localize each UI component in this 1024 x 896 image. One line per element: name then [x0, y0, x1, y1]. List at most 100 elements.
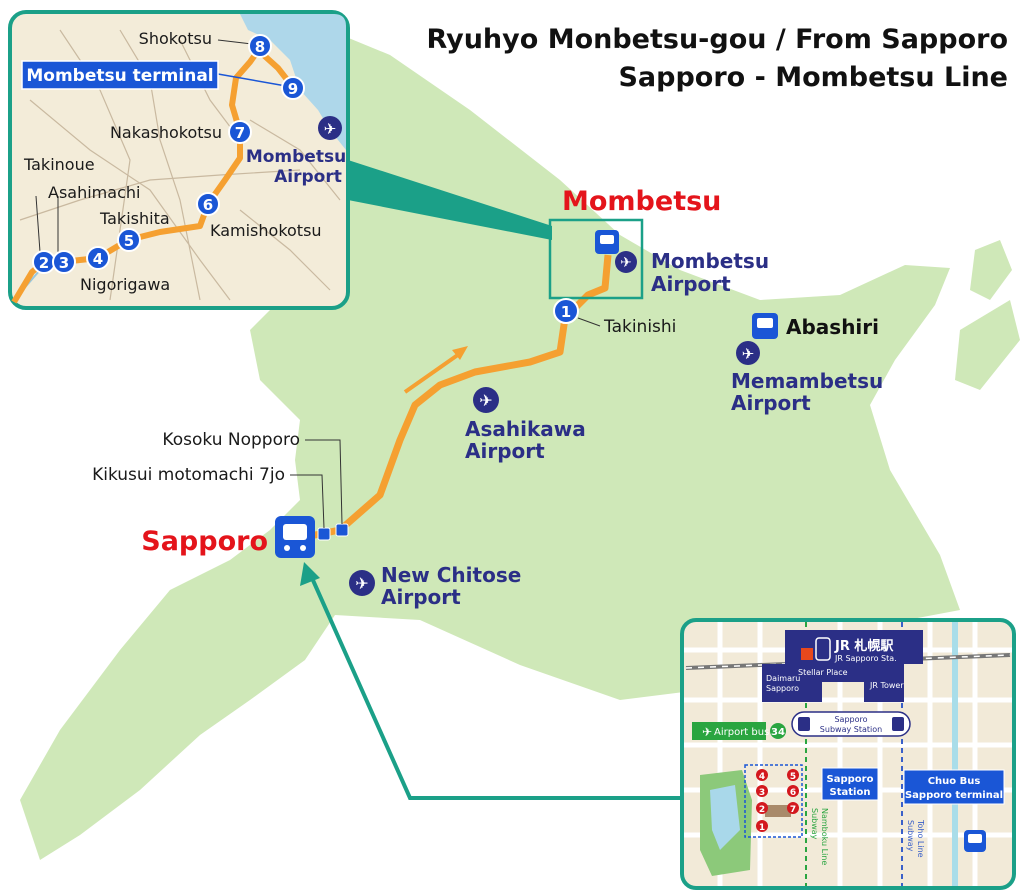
kikusui-stop-icon[interactable] [317, 527, 331, 541]
toho-line-label-1: Subway [906, 820, 915, 852]
airport-bus-label: Airport bus [714, 727, 769, 738]
airport-mombetsu-word: Airport [651, 272, 731, 296]
svg-text:2: 2 [759, 805, 765, 815]
inset-stop-2-number: 2 [39, 254, 49, 272]
bus-route [299, 254, 612, 542]
asahikawa-airport-icon[interactable] [473, 387, 499, 413]
memambetsu-airport-icon[interactable] [736, 341, 760, 365]
daimaru-label-2: Sapporo [766, 684, 799, 693]
inset-stop-nigorigawa: Nigorigawa [80, 275, 170, 294]
jr-icon [801, 648, 813, 660]
inset-stop-8-number: 8 [255, 38, 265, 56]
bus-icon-window [757, 318, 773, 328]
subway-station-label-2: Subway Station [820, 725, 882, 734]
kikusui-leader [290, 474, 325, 529]
stop-1-marker[interactable] [553, 298, 579, 324]
bus-icon-window [600, 235, 614, 244]
subway-icon-right [892, 717, 904, 731]
airplane-icon: ✈ [620, 255, 632, 271]
airplane-icon: ✈ [355, 574, 368, 593]
inset-stop-3-number: 3 [59, 254, 69, 272]
stellar-place-label: Stellar Place [798, 668, 848, 677]
sapporo-inset-arrow [310, 577, 682, 800]
inset-stop-8[interactable] [248, 34, 272, 58]
mombetsu-airport-icon[interactable] [615, 251, 637, 273]
svg-text:1: 1 [759, 823, 765, 833]
inset-stop-shokotsu: Shokotsu [139, 29, 212, 48]
bus-icon-window [968, 834, 982, 843]
sapporo-station-label-box[interactable] [821, 767, 879, 801]
airplane-icon: ✈ [742, 345, 755, 363]
svg-text:3: 3 [759, 788, 765, 798]
map-title-line2: Sapporo - Mombetsu Line [618, 62, 1008, 93]
mombetsu-zoom-box [548, 218, 644, 300]
map-title-line1: Ryuhyo Monbetsu-gou / From Sapporo [427, 24, 1008, 55]
mombetsu-terminal-label: Mombetsu terminal [26, 66, 213, 86]
bus-icon-wheel [284, 545, 290, 551]
direction-arrow [403, 350, 464, 394]
subway-icon-left [798, 717, 810, 731]
svg-text:5: 5 [790, 772, 796, 782]
airport-asahikawa-name: Asahikawa [465, 417, 586, 441]
jr-tower-label: JR Tower [869, 681, 904, 690]
inset-stop-3[interactable] [52, 250, 76, 274]
airport-mombetsu-name: Mombetsu [651, 249, 769, 273]
svg-text:7: 7 [790, 805, 796, 815]
inset-airport-name: Mombetsu [246, 147, 346, 167]
airport-new-chitose-name: New Chitose [381, 563, 521, 587]
city-sapporo: Sapporo [141, 526, 268, 557]
subway-station-box[interactable] [791, 711, 911, 737]
namboku-line-label-2: Namboku Line [820, 808, 829, 865]
inset-stop-6-number: 6 [203, 196, 213, 214]
train-icon [815, 637, 831, 661]
jr-station-jp: JR 札幌駅 [834, 638, 894, 654]
inset-stop-nakashokotsu: Nakashokotsu [110, 123, 222, 142]
inset-stop-asahimachi: Asahimachi [48, 183, 140, 202]
airport-bus-number-badge [770, 723, 786, 739]
airplane-icon: ✈ [479, 391, 492, 410]
airport-bus-label-box[interactable] [692, 722, 766, 740]
direction-arrow-head [452, 346, 468, 360]
bus-icon-wheel [300, 545, 306, 551]
airport-memambetsu-word: Airport [731, 391, 811, 415]
sapporo-station-label-1: Sapporo [827, 774, 874, 785]
airport-asahikawa-word: Airport [465, 439, 545, 463]
inset-stop-6[interactable] [196, 192, 220, 216]
svg-text:4: 4 [759, 772, 765, 782]
inset-stop-9-number: 9 [288, 80, 298, 98]
city-abashiri: Abashiri [786, 315, 879, 339]
sapporo-station-label-2: Station [830, 787, 871, 798]
inset-stop-kamishokotsu: Kamishokotsu [210, 221, 322, 240]
svg-text:6: 6 [790, 788, 796, 798]
airplane-icon: ✈ [702, 725, 712, 739]
daimaru-label-1: Daimaru [766, 674, 800, 683]
kosoku-leader [305, 439, 343, 525]
kosoku-nopporo-stop-icon[interactable] [335, 523, 349, 537]
inset-stop-4-number: 4 [93, 250, 103, 268]
platform-markers: 4 3 2 1 5 6 7 [756, 769, 799, 833]
stop-kosoku-nopporo: Kosoku Nopporo [162, 430, 300, 450]
inset-stop-5[interactable] [117, 228, 141, 252]
airport-new-chitose-word: Airport [381, 585, 461, 609]
city-mombetsu: Mombetsu [562, 186, 721, 217]
inset-stop-markers: 2 3 4 5 6 7 8 9 [32, 34, 305, 274]
inset-stop-5-number: 5 [124, 232, 134, 250]
inset-stop-7[interactable] [228, 120, 252, 144]
chuo-bus-label-1: Chuo Bus [928, 776, 981, 787]
inset-stop-9[interactable] [281, 76, 305, 100]
jr-station-en: JR Sapporo Sta. [834, 654, 897, 663]
takinishi-leader [577, 317, 601, 327]
new-chitose-airport-icon[interactable] [349, 570, 375, 596]
eastern-islands [970, 240, 1012, 300]
sapporo-inset-arrow-head [300, 562, 320, 586]
chuo-bus-label-2: Sapporo terminal [905, 790, 1003, 801]
airplane-icon: ✈ [324, 120, 337, 138]
chuo-bus-label-box[interactable] [903, 769, 1005, 805]
mombetsu-terminal-label-box[interactable] [21, 60, 219, 90]
stop-1-number: 1 [561, 303, 571, 321]
airport-memambetsu-name: Memambetsu [731, 369, 883, 393]
inset-airport-icon[interactable] [318, 116, 342, 140]
inset-stop-4[interactable] [86, 246, 110, 270]
subway-station-label-1: Sapporo [834, 715, 867, 724]
